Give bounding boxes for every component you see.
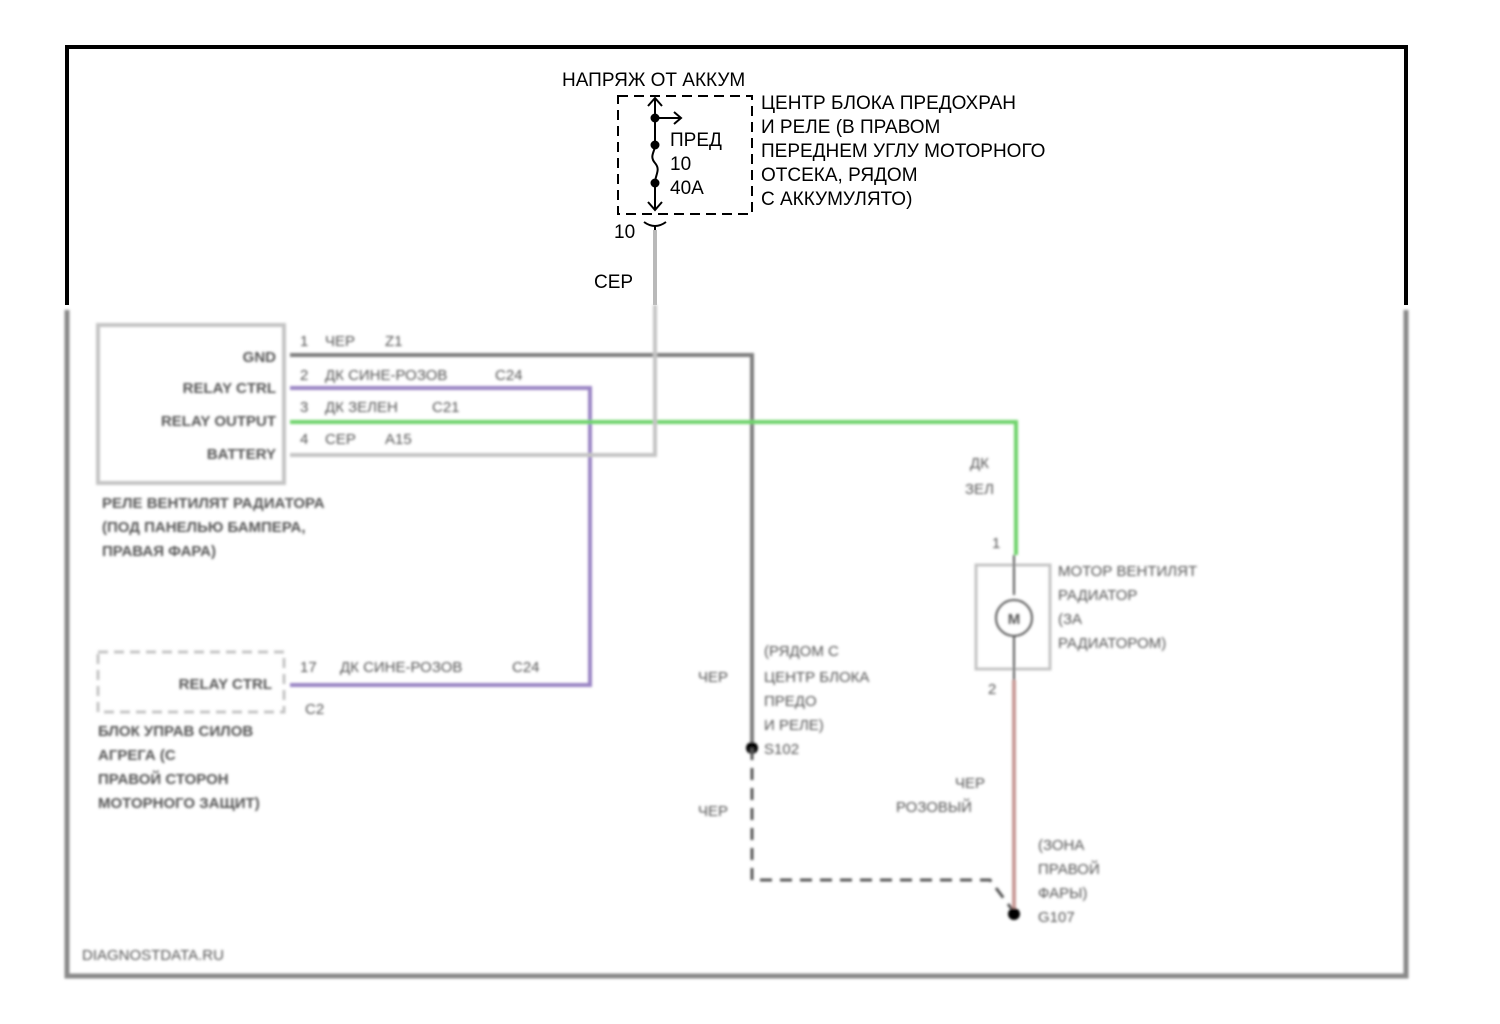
splice-label-line-2: ЦЕНТР БЛОКА — [764, 669, 869, 686]
splice-label-line-3: ПРЕДО — [764, 693, 817, 710]
relay-wire-3-color: ДК ЗЕЛЕН — [325, 399, 398, 416]
ground-branch-lower-wire-label: ЧЕР — [698, 803, 728, 820]
fuse-number: 10 — [670, 154, 691, 175]
ground-label-line-1: (ЗОНА — [1038, 837, 1084, 854]
pcm-label-line-4: МОТОРНОГО ЗАЩИТ) — [98, 795, 260, 812]
ground-label-line-2: ПРАВОЙ — [1038, 860, 1100, 878]
ground-label-line-4: G107 — [1038, 909, 1075, 926]
relay-wire-1-color: ЧЕР — [325, 333, 355, 350]
pcm-connector: С2 — [305, 701, 324, 718]
fuse-symbol-icon — [648, 118, 662, 210]
motor-feed-wire-line-2: ЗЕЛ — [965, 481, 994, 498]
ground-point-node — [1008, 908, 1020, 920]
relay-pin-battery: BATTERY — [207, 446, 276, 463]
feed-wire-color-label: СЕР — [594, 272, 633, 293]
pcm-label-line-1: БЛОК УПРАВ СИЛОВ — [98, 723, 253, 740]
relay-wire-3-num: 3 — [300, 399, 308, 416]
relay-pin-ctrl: RELAY CTRL — [183, 380, 276, 397]
ground-branch-dashed — [752, 748, 1014, 912]
outer-frame-bottom — [67, 310, 1406, 976]
splice-label-line-1: (РЯДОМ С — [764, 643, 839, 660]
motor-pin-top: 1 — [992, 535, 1000, 552]
motor-label-line-1: МОТОР ВЕНТИЛЯТ — [1058, 563, 1197, 580]
sharp-region: НАПРЯЖ ОТ АККУМ ПРЕД 10 40A ЦЕНТР БЛОКА … — [67, 47, 1406, 305]
fuse-box-label-line-2: И РЕЛЕ (В ПРАВОМ — [761, 117, 940, 138]
blurred-region: GND RELAY CTRL RELAY OUTPUT BATTERY 1 ЧЕ… — [67, 305, 1406, 976]
relay-wire-4-circuit: А15 — [385, 431, 412, 448]
pcm-label-line-3: ПРАВОЙ СТОРОН — [98, 770, 229, 788]
fuse-name: ПРЕД — [670, 130, 722, 151]
relay-wire-3-circuit: С21 — [432, 399, 460, 416]
relay-wire-1-num: 1 — [300, 333, 308, 350]
fuse-box-label-line-4: ОТСЕКА, РЯДОМ — [761, 165, 918, 186]
motor-feed-wire-line-1: ДК — [970, 455, 989, 472]
battery-voltage-label: НАПРЯЖ ОТ АККУМ — [562, 70, 745, 91]
relay-label-line-1: РЕЛЕ ВЕНТИЛЯТ РАДИАТОРА — [102, 495, 325, 512]
ground-label-line-3: ФАРЫ) — [1038, 885, 1087, 902]
relay-wire-2-color: ДК СИНЕ-РОЗОВ — [325, 367, 447, 384]
motor-ground-wire-line-2: РОЗОВЫЙ — [896, 798, 972, 816]
fuse-rating: 40A — [670, 178, 704, 199]
splice-label-line-4: И РЕЛЕ) — [764, 717, 824, 734]
pcm-pin-number: 17 — [300, 659, 317, 676]
motor-symbol: M — [1008, 611, 1021, 628]
fuse-box-label-line-1: ЦЕНТР БЛОКА ПРЕДОХРАН — [761, 93, 1016, 114]
relay-wire-2-circuit: С24 — [495, 367, 523, 384]
pcm-pin-ctrl: RELAY CTRL — [179, 676, 272, 693]
relay-wire-4-num: 4 — [300, 431, 308, 448]
pcm-wire-circuit: С24 — [512, 659, 540, 676]
relay-label-line-3: ПРАВАЯ ФАРА) — [102, 543, 216, 560]
pcm-wire-color: ДК СИНЕ-РОЗОВ — [340, 659, 462, 676]
fuse-box-label-line-3: ПЕРЕДНЕМ УГЛУ МОТОРНОГО — [761, 141, 1045, 162]
fuse-pin-number: 10 — [614, 222, 635, 243]
relay-pin-output: RELAY OUTPUT — [161, 413, 276, 430]
relay-wire-4-color: СЕР — [325, 431, 356, 448]
ground-branch-wire-label: ЧЕР — [698, 669, 728, 686]
watermark: DIAGNOSTDATA.RU — [82, 947, 224, 964]
motor-label-line-3: (ЗА — [1058, 611, 1082, 628]
relay-label-line-2: (ПОД ПАНЕЛЬЮ БАМПЕРА, — [102, 519, 306, 536]
motor-ground-wire-line-1: ЧЕР — [955, 775, 985, 792]
fuse-box-label-line-5: С АККУМУЛЯТО) — [761, 189, 912, 210]
motor-pin-bottom: 2 — [988, 681, 996, 698]
relay-wire-1-circuit: Z1 — [385, 333, 403, 350]
pcm-label-line-2: АГРЕГА (С — [98, 747, 176, 764]
relay-pin-gnd: GND — [243, 349, 277, 366]
branch-arrow-icon — [655, 112, 681, 124]
relay-wire-2-num: 2 — [300, 367, 308, 384]
splice-label-line-5: S102 — [764, 741, 799, 758]
motor-label-line-2: РАДИАТОР — [1058, 587, 1137, 604]
motor-label-line-4: РАДИАТОРОМ) — [1058, 635, 1166, 652]
